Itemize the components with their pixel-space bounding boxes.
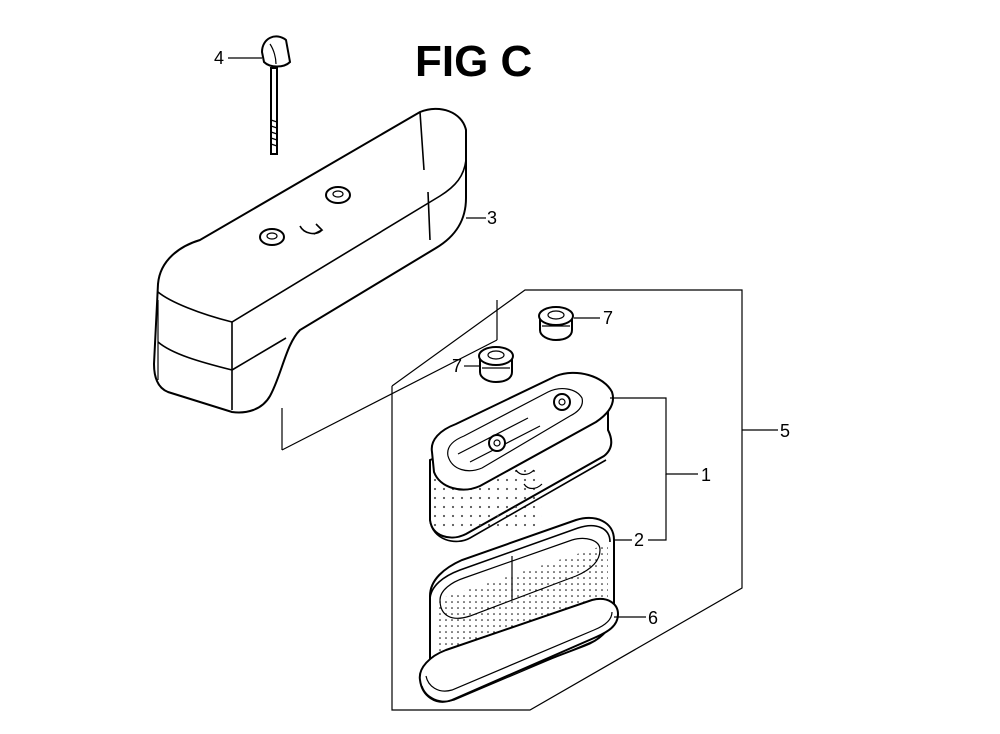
svg-text:2: 2 bbox=[634, 530, 644, 550]
callout-3: 3 bbox=[466, 208, 497, 228]
svg-text:7: 7 bbox=[452, 356, 462, 376]
svg-text:6: 6 bbox=[648, 608, 658, 628]
callout-4: 4 bbox=[214, 48, 262, 68]
callout-7-upper: 7 bbox=[574, 308, 613, 328]
svg-text:5: 5 bbox=[780, 421, 790, 441]
assembly-leader-lines bbox=[281, 300, 498, 451]
svg-text:4: 4 bbox=[214, 48, 224, 68]
gasket-part bbox=[418, 598, 620, 703]
grommet-part-upper bbox=[538, 306, 574, 342]
assembly-bracket-5 bbox=[391, 289, 778, 711]
svg-text:3: 3 bbox=[487, 208, 497, 228]
figure-title: FIG C bbox=[415, 37, 532, 86]
callout-5: 5 bbox=[780, 421, 790, 441]
svg-text:7: 7 bbox=[603, 308, 613, 328]
grommet-part-lower bbox=[478, 346, 514, 384]
svg-text:1: 1 bbox=[701, 465, 711, 485]
callout-6: 6 bbox=[614, 608, 658, 628]
wing-bolt-part bbox=[260, 35, 292, 155]
air-cleaner-cover-part bbox=[152, 107, 467, 414]
callout-1: 1 bbox=[610, 397, 711, 485]
callout-7-lower: 7 bbox=[452, 356, 480, 376]
callout-2: 2 bbox=[614, 474, 667, 550]
air-filter-element-part bbox=[429, 371, 614, 543]
